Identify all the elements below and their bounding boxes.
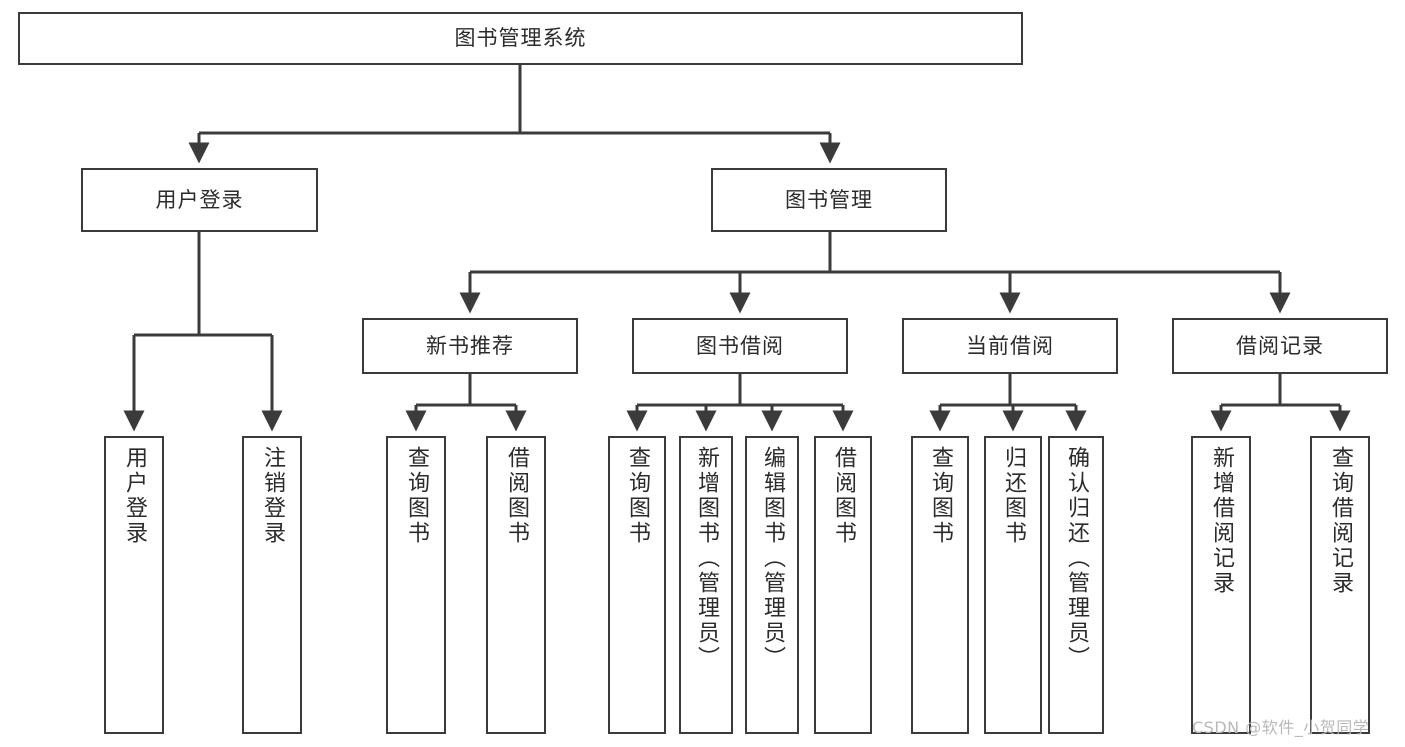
node-leaf-query-book-current[interactable]: 查询图书 (911, 436, 969, 734)
node-book-manage[interactable]: 图书管理 (711, 168, 947, 232)
node-root-label: 图书管理系统 (454, 26, 587, 51)
node-leaf-add-book-label: 新增图书（管理员） (694, 446, 719, 671)
node-borrow-record[interactable]: 借阅记录 (1172, 318, 1388, 374)
node-current-borrow[interactable]: 当前借阅 (902, 318, 1118, 374)
node-leaf-user-login-label: 用户登录 (122, 446, 147, 546)
node-leaf-confirm-return[interactable]: 确认归还（管理员） (1048, 436, 1104, 734)
node-leaf-return-book-label: 归还图书 (1001, 446, 1026, 546)
node-user-login[interactable]: 用户登录 (81, 168, 318, 232)
node-leaf-return-book[interactable]: 归还图书 (984, 436, 1042, 734)
node-leaf-borrow-book-label: 借阅图书 (831, 446, 856, 546)
node-leaf-confirm-return-label: 确认归还（管理员） (1064, 446, 1089, 671)
node-root[interactable]: 图书管理系统 (18, 12, 1023, 65)
node-leaf-query-record-label: 查询借阅记录 (1328, 446, 1353, 596)
node-book-manage-label: 图书管理 (785, 187, 873, 212)
node-leaf-borrow-book-rec[interactable]: 借阅图书 (486, 436, 546, 734)
node-leaf-add-book[interactable]: 新增图书（管理员） (679, 436, 733, 734)
node-current-borrow-label: 当前借阅 (966, 333, 1054, 358)
node-leaf-query-book-current-label: 查询图书 (928, 446, 953, 546)
node-leaf-borrow-book-rec-label: 借阅图书 (504, 446, 529, 546)
node-leaf-logout-label: 注销登录 (260, 446, 285, 546)
node-leaf-user-login[interactable]: 用户登录 (104, 436, 164, 734)
node-user-login-label: 用户登录 (155, 187, 244, 212)
node-leaf-borrow-book[interactable]: 借阅图书 (814, 436, 872, 734)
node-leaf-logout[interactable]: 注销登录 (242, 436, 302, 734)
node-leaf-edit-book[interactable]: 编辑图书（管理员） (745, 436, 799, 734)
node-new-book-recommend[interactable]: 新书推荐 (362, 318, 578, 374)
node-leaf-query-book-borrow-label: 查询图书 (625, 446, 650, 546)
node-leaf-add-record-label: 新增借阅记录 (1209, 446, 1234, 596)
node-borrow-record-label: 借阅记录 (1236, 333, 1324, 358)
node-leaf-query-record[interactable]: 查询借阅记录 (1310, 436, 1370, 734)
node-leaf-add-record[interactable]: 新增借阅记录 (1191, 436, 1251, 734)
node-leaf-query-book-rec-label: 查询图书 (404, 446, 429, 546)
node-leaf-query-book-borrow[interactable]: 查询图书 (608, 436, 666, 734)
node-new-book-recommend-label: 新书推荐 (426, 333, 514, 358)
csdn-watermark: CSDN @软件_小贺同学 (1192, 718, 1370, 737)
node-leaf-query-book-rec[interactable]: 查询图书 (386, 436, 446, 734)
node-book-borrow-label: 图书借阅 (696, 333, 784, 358)
node-book-borrow[interactable]: 图书借阅 (632, 318, 848, 374)
node-leaf-edit-book-label: 编辑图书（管理员） (760, 446, 785, 671)
